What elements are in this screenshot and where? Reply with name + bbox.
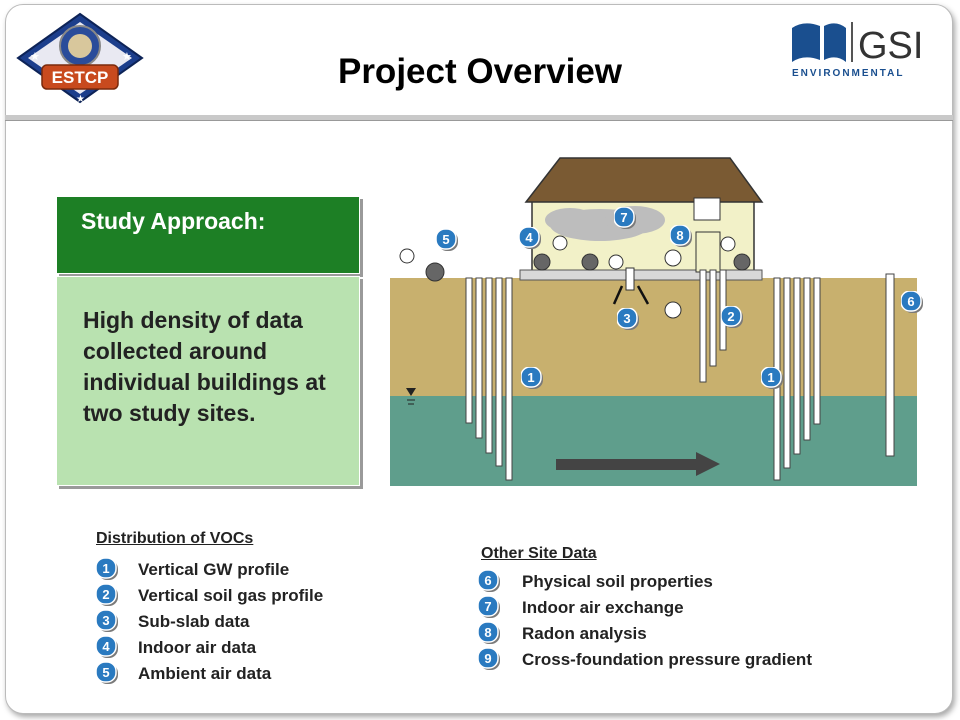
svg-text:1: 1 bbox=[767, 370, 774, 385]
gsi-logo-subtext: ENVIRONMENTAL bbox=[792, 68, 904, 79]
sample-valves bbox=[399, 235, 736, 270]
diagram-badge-8: 8 bbox=[669, 224, 692, 247]
distribution-badge-3: 3 bbox=[95, 609, 118, 632]
other-data-label: Radon analysis bbox=[522, 624, 647, 643]
sample-canisters bbox=[425, 253, 751, 282]
flow-arrow bbox=[556, 459, 696, 470]
gsi-logo-text: GSI bbox=[858, 25, 920, 67]
distribution-label: Ambient air data bbox=[138, 664, 272, 683]
other-data-label: Indoor air exchange bbox=[522, 598, 684, 617]
diagram-badge-4: 4 bbox=[518, 226, 541, 249]
study-approach-header: Study Approach: bbox=[56, 196, 360, 274]
study-approach-text: High density of data collected around in… bbox=[83, 307, 326, 426]
distribution-label: Vertical soil gas profile bbox=[138, 586, 324, 605]
svg-text:★: ★ bbox=[122, 51, 132, 63]
svg-text:4: 4 bbox=[102, 639, 110, 654]
distribution-label: Sub-slab data bbox=[138, 612, 250, 631]
estcp-logo: ESTCP ★ ★ ★ bbox=[16, 12, 144, 105]
distribution-badge-2: 2 bbox=[95, 583, 118, 606]
svg-text:2: 2 bbox=[102, 587, 109, 602]
svg-text:3: 3 bbox=[623, 311, 630, 326]
svg-text:7: 7 bbox=[484, 599, 491, 614]
svg-text:3: 3 bbox=[102, 613, 109, 628]
study-approach-body: High density of data collected around in… bbox=[56, 276, 360, 486]
other-data-label: Cross-foundation pressure gradient bbox=[522, 650, 812, 669]
other-data-badge-7: 7 bbox=[477, 595, 500, 618]
distribution-badge-5: 5 bbox=[95, 661, 118, 684]
diagram-badge-2: 2 bbox=[720, 305, 743, 328]
svg-text:5: 5 bbox=[442, 232, 449, 247]
distribution-label: Vertical GW profile bbox=[138, 560, 290, 579]
svg-text:8: 8 bbox=[676, 228, 683, 243]
diagram-badge-1: 1 bbox=[520, 366, 543, 389]
diagram-badge-6: 6 bbox=[900, 290, 923, 313]
house-door bbox=[695, 231, 721, 273]
slab bbox=[519, 269, 763, 281]
other-data-badge-9: 9 bbox=[477, 647, 500, 670]
page-title: Project Overview bbox=[337, 52, 623, 91]
sub-slab-probe bbox=[625, 267, 635, 291]
svg-text:6: 6 bbox=[907, 294, 914, 309]
diagram-badge-1: 1 bbox=[760, 366, 783, 389]
diagram-badge-5: 5 bbox=[435, 228, 458, 251]
other-data-label: Physical soil properties bbox=[522, 572, 713, 591]
gsi-logo: GSI ENVIRONMENTAL bbox=[792, 22, 920, 79]
house-roof bbox=[524, 157, 764, 203]
radon-symbol bbox=[664, 249, 682, 267]
distribution-title: Distribution of VOCs bbox=[96, 530, 254, 547]
well-cluster-left bbox=[465, 277, 513, 481]
svg-text:9: 9 bbox=[484, 651, 491, 666]
other-data-badge-6: 6 bbox=[477, 569, 500, 592]
diagram-badge-3: 3 bbox=[616, 307, 639, 330]
other-data-badge-8: 8 bbox=[477, 621, 500, 644]
study-approach-heading: Study Approach: bbox=[81, 208, 266, 234]
other-data-title: Other Site Data bbox=[481, 545, 597, 562]
svg-text:2: 2 bbox=[727, 309, 734, 324]
distribution-badge-1: 1 bbox=[95, 557, 118, 580]
svg-text:4: 4 bbox=[525, 230, 533, 245]
svg-text:7: 7 bbox=[620, 210, 627, 225]
svg-text:★: ★ bbox=[30, 51, 40, 63]
distribution-label: Indoor air data bbox=[138, 638, 257, 657]
diagram-badge-7: 7 bbox=[613, 206, 636, 229]
water-table-icon bbox=[406, 388, 416, 396]
house-window bbox=[693, 197, 721, 221]
svg-text:1: 1 bbox=[527, 370, 534, 385]
svg-text:5: 5 bbox=[102, 665, 109, 680]
svg-text:★: ★ bbox=[76, 94, 85, 105]
svg-text:6: 6 bbox=[484, 573, 491, 588]
svg-text:8: 8 bbox=[484, 625, 491, 640]
soil-sample-core bbox=[885, 273, 895, 457]
site-cross-section-diagram bbox=[390, 157, 917, 486]
estcp-logo-text: ESTCP bbox=[52, 68, 109, 87]
svg-text:1: 1 bbox=[102, 561, 109, 576]
distribution-badge-4: 4 bbox=[95, 635, 118, 658]
title-divider bbox=[5, 115, 953, 121]
